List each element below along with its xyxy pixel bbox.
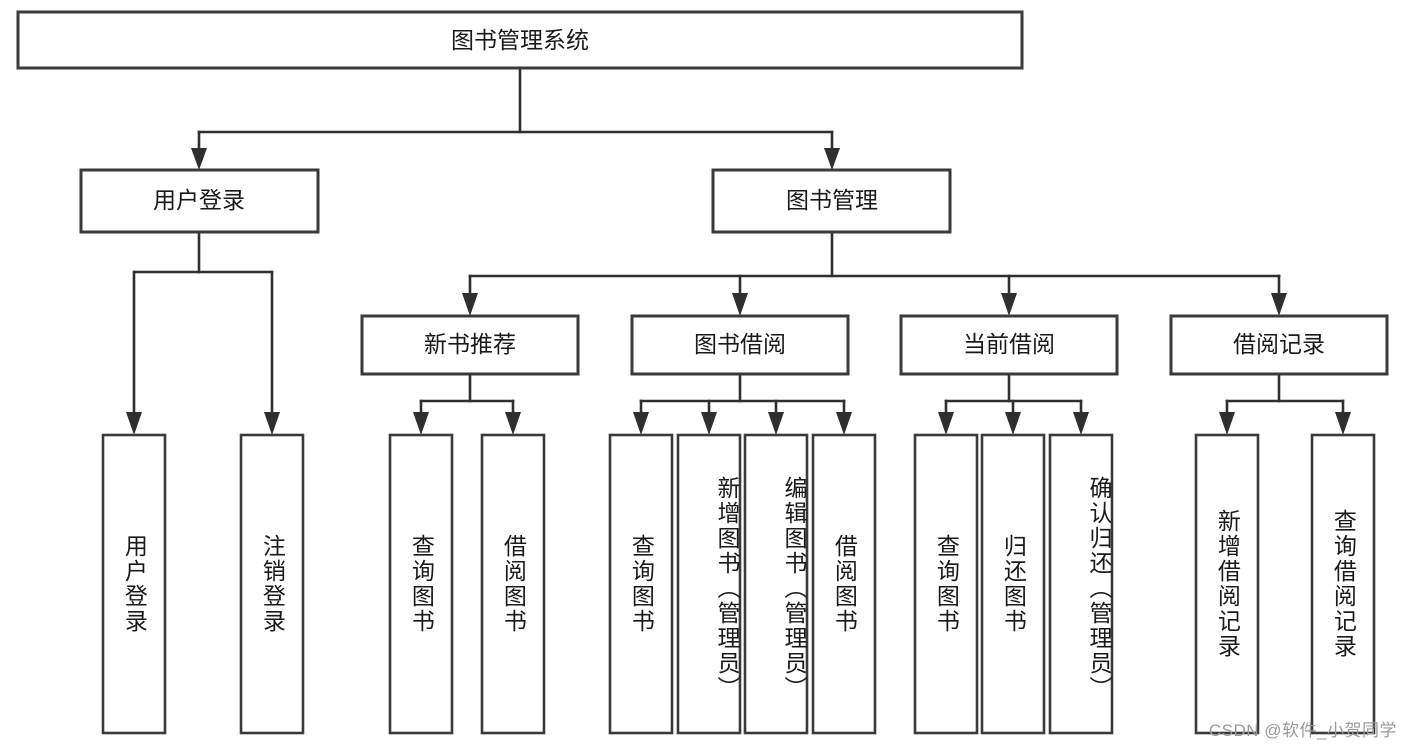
leaf-boxes: [101, 433, 1376, 735]
arrow-head-leaf-query-book-1: [413, 412, 429, 435]
new-book-recommend-label: 新书推荐: [424, 331, 516, 357]
arrow-head-leaf-borrow-book-2: [836, 412, 852, 435]
leaf-box-query-book-3[interactable]: [913, 433, 979, 735]
node-book-borrow[interactable]: 图书借阅: [630, 314, 850, 376]
user-login-box[interactable]: [79, 168, 320, 234]
leaf-box-query-record[interactable]: [1310, 433, 1376, 735]
arrow-head-new-book-recommend: [462, 293, 478, 316]
arrow-head-book-borrow: [732, 293, 748, 316]
node-book-management[interactable]: 图书管理: [711, 168, 952, 234]
node-current-borrow[interactable]: 当前借阅: [899, 314, 1119, 376]
arrow-head-leaf-query-book-3: [938, 412, 954, 435]
arrow-head-leaf-query-book-2: [633, 412, 649, 435]
leaf-box-query-book-2[interactable]: [608, 433, 674, 735]
leaf-box-borrow-book-2[interactable]: [811, 433, 877, 735]
node-new-book-recommend[interactable]: 新书推荐: [360, 314, 580, 376]
new-book-recommend-box[interactable]: [360, 314, 580, 376]
root-box[interactable]: [16, 10, 1024, 70]
arrow-head-userlogin: [191, 148, 207, 170]
arrow-head-leaf-add-book: [701, 412, 717, 435]
arrow-head-leaf-borrow-book-1: [505, 412, 521, 435]
node-borrow-record[interactable]: 借阅记录: [1169, 314, 1389, 376]
leaf-box-logout[interactable]: [239, 433, 305, 735]
leaf-box-user-login[interactable]: [101, 433, 167, 735]
borrow-record-box[interactable]: [1169, 314, 1389, 376]
leaf-box-add-record[interactable]: [1194, 433, 1260, 735]
node-root[interactable]: 图书管理系统: [16, 10, 1024, 70]
book-borrow-label: 图书借阅: [694, 331, 786, 357]
node-user-login[interactable]: 用户登录: [79, 168, 320, 234]
arrow-head-leaf-return-book: [1005, 412, 1021, 435]
leaf-box-confirm-return[interactable]: [1048, 433, 1114, 735]
arrow-head-leaf-edit-book: [768, 412, 784, 435]
borrow-record-label: 借阅记录: [1233, 331, 1325, 357]
book-management-box[interactable]: [711, 168, 952, 234]
current-borrow-box[interactable]: [899, 314, 1119, 376]
csdn-watermark: CSDN @软件_小贺同学: [1208, 721, 1397, 740]
arrow-head-leaf-user-login: [126, 412, 142, 435]
arrow-head-bookmgmt: [824, 148, 840, 170]
leaf-box-edit-book[interactable]: [743, 433, 809, 735]
leaf-box-return-book[interactable]: [980, 433, 1046, 735]
arrow-head-leaf-query-record: [1335, 412, 1351, 435]
arrow-head-leaf-logout: [264, 412, 280, 435]
user-login-label: 用户登录: [153, 187, 245, 213]
current-borrow-label: 当前借阅: [963, 331, 1055, 357]
leaf-box-add-book[interactable]: [676, 433, 742, 735]
arrow-head-borrow-record: [1271, 293, 1287, 316]
arrow-head-current-borrow: [1001, 293, 1017, 316]
root-label: 图书管理系统: [451, 27, 589, 53]
arrow-head-leaf-confirm-return: [1073, 412, 1089, 435]
arrow-head-leaf-add-record: [1219, 412, 1235, 435]
book-management-label: 图书管理: [786, 187, 878, 213]
connector-group: [126, 66, 1351, 435]
leaf-box-borrow-book-1[interactable]: [480, 433, 546, 735]
book-borrow-box[interactable]: [630, 314, 850, 376]
leaf-box-query-book-1[interactable]: [388, 433, 454, 735]
